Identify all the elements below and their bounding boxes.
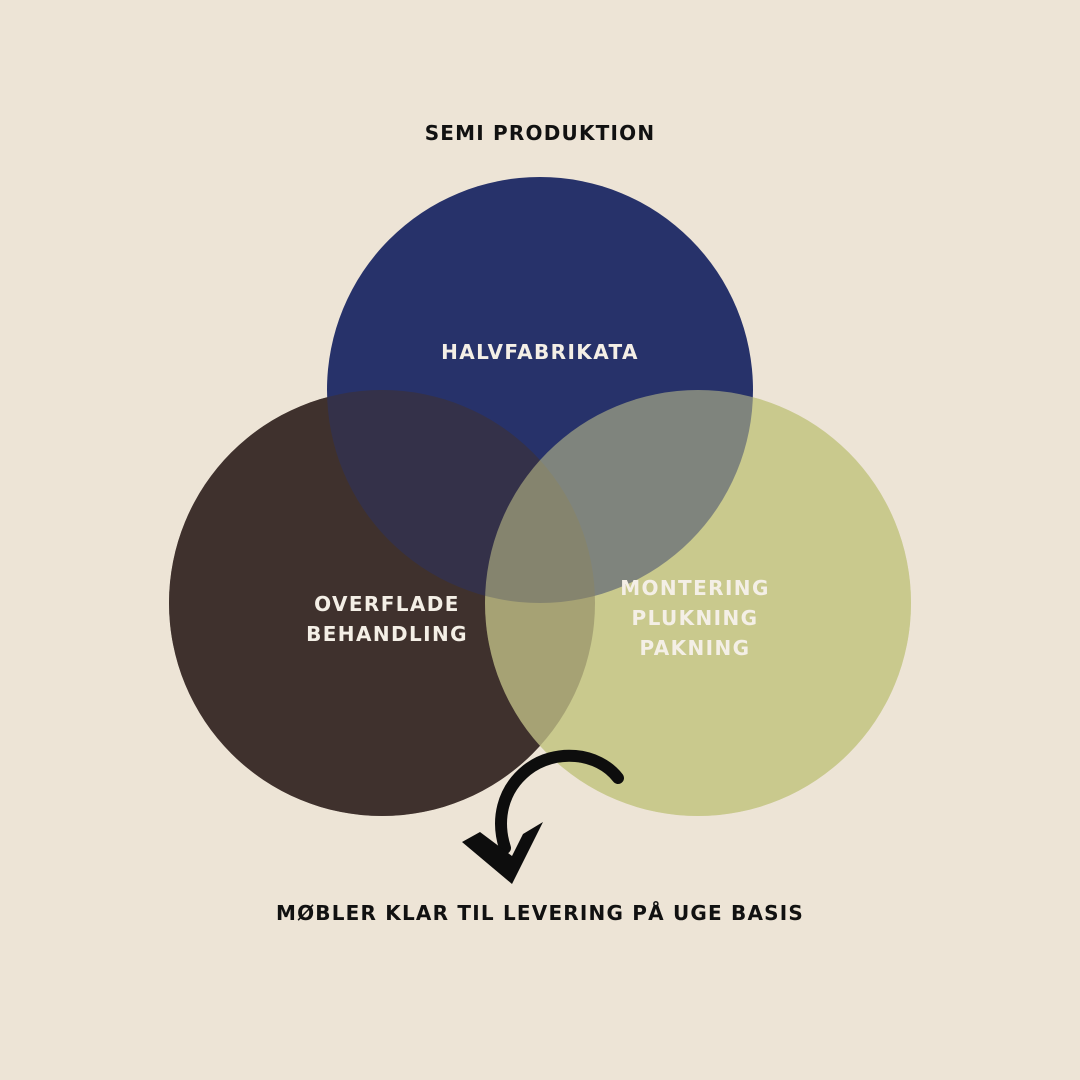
curved-arrow-down-icon bbox=[462, 749, 624, 884]
footer-caption: MØBLER KLAR TIL LEVERING PÅ UGE BASIS bbox=[275, 901, 805, 925]
label-line: PLUKNING bbox=[631, 606, 759, 630]
label-line: OVERFLADE bbox=[314, 592, 460, 616]
diagram-title: SEMI PRODUKTION bbox=[424, 121, 656, 145]
circle-overflade-behandling-overlay bbox=[169, 390, 595, 816]
label-halvfabrikata: HALVFABRIKATA bbox=[441, 340, 639, 364]
label-overflade-behandling: OVERFLADE BEHANDLING bbox=[262, 589, 512, 649]
label-montering-plukning-pakning: MONTERING PLUKNING PAKNING bbox=[570, 573, 820, 663]
circle-montering-plukning-pakning-overlay bbox=[485, 390, 911, 816]
label-line: MONTERING bbox=[620, 576, 770, 600]
label-line: PAKNING bbox=[639, 636, 751, 660]
label-line: BEHANDLING bbox=[306, 622, 468, 646]
